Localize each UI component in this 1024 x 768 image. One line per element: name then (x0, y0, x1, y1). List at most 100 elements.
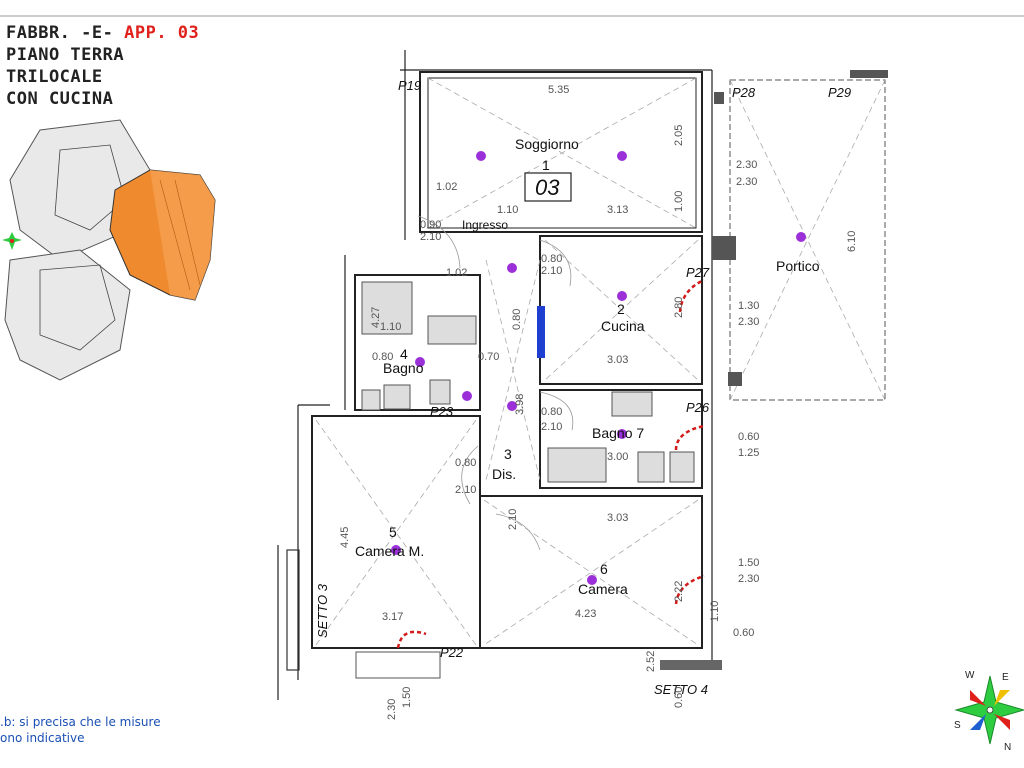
pillar-p26: P26 (686, 400, 710, 415)
title-block: FABBR. -E- APP. 03 (6, 22, 199, 44)
pillar-p28: P28 (732, 85, 756, 100)
collector-box (537, 306, 545, 358)
room-name-cucina: Cucina (601, 318, 645, 334)
dimension-label: 2.30 (738, 573, 759, 585)
dimension-label: 2.10 (455, 484, 476, 496)
dimension-label: 4.45 (339, 527, 351, 548)
compass-w: W (965, 670, 975, 681)
dimension-label: 1.10 (497, 204, 518, 216)
dimension-label: 6.10 (846, 231, 858, 252)
title-kitchen: CON CUCINA (6, 89, 114, 109)
pillar-p23: P23 (430, 404, 454, 419)
dimensions: 5.35 2.05 2.30 2.30 1.02 1.10 3.13 1.00 … (339, 84, 858, 720)
dimension-label: 2.10 (541, 421, 562, 433)
dimension-label: 1.30 (738, 300, 759, 312)
disclaimer-note: .b: si precisa che le misure ono indicat… (0, 714, 161, 746)
walls (277, 50, 713, 700)
dimension-label: 1.02 (446, 267, 467, 279)
compass-rose: W E S N (954, 670, 1024, 753)
room-number-cucina: 2 (617, 301, 625, 317)
dimension-label: 0.80 (455, 457, 476, 469)
room-name-ingresso: Ingresso (462, 218, 508, 232)
room-number-dis: 3 (504, 446, 512, 462)
room-number-camera-m: 5 (389, 524, 397, 540)
dimension-label: 0.60 (738, 431, 759, 443)
dimension-label: 2.05 (673, 125, 685, 146)
apartment-code-box (524, 172, 572, 202)
fixtures (361, 281, 695, 483)
note-line-1: .b: si precisa che le misure (0, 715, 161, 729)
title-apartment: APP. 03 (124, 23, 200, 43)
apartment-code: 03 (535, 175, 560, 200)
room-name-camera: Camera (578, 581, 628, 597)
dimension-label: 2.30 (386, 699, 398, 720)
dimension-label: 4.23 (575, 608, 596, 620)
title-type: TRILOCALE (6, 67, 103, 87)
dimension-label: 3.03 (607, 512, 628, 524)
dimension-label: 0.70 (478, 351, 499, 363)
wall-block (286, 549, 300, 671)
room-number-camera: 6 (600, 561, 608, 577)
pillar-p19: P19 (398, 78, 421, 93)
dimension-label: 1.00 (673, 191, 685, 212)
room-name-camera-m: Camera M. (355, 543, 424, 559)
dimension-label: 4.27 (370, 307, 382, 328)
dimension-label: 3.00 (607, 451, 628, 463)
dimension-label: 2.10 (420, 231, 441, 243)
dimension-label: 0.80 (541, 406, 562, 418)
dimension-label: 2.30 (736, 176, 757, 188)
dimension-label: 2.30 (738, 316, 759, 328)
interior-doors (417, 215, 574, 551)
dimension-label: 0.80 (511, 309, 523, 330)
dimension-label: 1.10 (380, 321, 401, 333)
terrace-step (355, 651, 441, 679)
dimension-label: 0.60 (733, 627, 754, 639)
room-name-bagno: Bagno (383, 360, 424, 376)
dimension-label: 1.02 (436, 181, 457, 193)
dimension-label: 2.80 (673, 297, 685, 318)
dimension-label: 3.98 (514, 394, 526, 415)
compass-s: S (954, 720, 961, 731)
room-name-portico: Portico (776, 258, 820, 274)
portico-area (712, 70, 888, 401)
room-number-soggiorno: 1 (542, 157, 550, 173)
exterior-doors (396, 278, 705, 649)
dimension-label: 5.35 (548, 84, 569, 96)
dimension-label: 1.25 (738, 447, 759, 459)
room-name-soggiorno: Soggiorno (515, 136, 579, 152)
dimension-label: 2.10 (507, 509, 519, 530)
key-plan-compass (2, 232, 22, 250)
light-markers (391, 151, 806, 585)
dimension-label: 3.13 (607, 204, 628, 216)
title-floor: PIANO TERRA (6, 45, 125, 65)
dimension-label: 2.22 (673, 581, 685, 602)
compass-n: N (1004, 742, 1011, 753)
room-name-bagno-7: Bagno 7 (592, 425, 644, 441)
dimension-label: 2.30 (736, 159, 757, 171)
dimension-label: 1.10 (709, 601, 721, 622)
title-building: FABBR. -E- (6, 23, 114, 43)
key-plan (2, 119, 216, 381)
dimension-label: 3.03 (607, 354, 628, 366)
pillar-p29: P29 (828, 85, 851, 100)
pillar-p27: P27 (686, 265, 710, 280)
wall-setto-4: SETTO 4 (654, 682, 708, 697)
compass-e-top: E (1002, 672, 1009, 683)
note-line-2: ono indicative (0, 731, 85, 745)
room-number-bagno: 4 (400, 346, 408, 362)
dimension-label: 0.60 (673, 687, 685, 708)
dimension-label: 0.80 (372, 351, 393, 363)
room-name-dis: Dis. (492, 466, 516, 482)
dimension-label: 1.50 (738, 557, 759, 569)
pillar-p22: P22 (440, 645, 464, 660)
dimension-label: 2.52 (645, 651, 657, 672)
dimension-label: 0.90 (420, 219, 441, 231)
wall-block (660, 660, 722, 670)
room-diagonals (315, 77, 699, 646)
dimension-label: 3.17 (382, 611, 403, 623)
dimension-label: 0.80 (541, 253, 562, 265)
collector-label: COLLETTORE (538, 310, 545, 357)
wall-setto-3: SETTO 3 (315, 583, 330, 638)
dimension-label: 2.10 (541, 265, 562, 277)
